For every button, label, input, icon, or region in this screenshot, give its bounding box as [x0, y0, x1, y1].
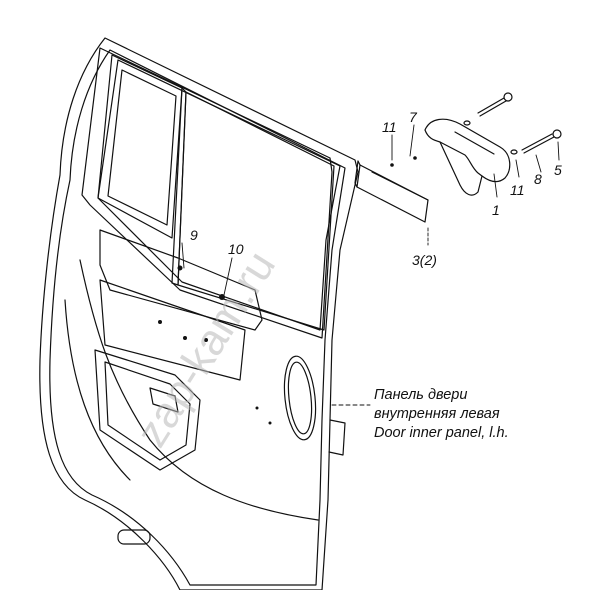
upper-cutout: [99, 229, 263, 331]
callout-3: 3(2): [412, 252, 437, 268]
callout-11-right: 11: [510, 182, 525, 198]
handle-bracket: [356, 164, 429, 223]
glass-divider: [171, 87, 187, 286]
oval-opening: [283, 355, 317, 441]
lower-cutout-inner: [104, 361, 191, 461]
callout-11-left: 11: [382, 119, 397, 135]
callout-10: 10: [228, 241, 244, 257]
callout-8: 8: [534, 171, 542, 187]
oval-opening-inner: [287, 361, 313, 435]
door-outline-inner: [49, 49, 346, 586]
callout-5: 5: [554, 162, 562, 178]
lower-cutout: [94, 349, 201, 471]
screw-upper: [477, 97, 505, 114]
washer-upper: [463, 120, 471, 126]
callout-9: 9: [190, 227, 198, 243]
callout-1: 1: [492, 202, 500, 218]
vent-window: [97, 54, 183, 239]
mid-cutout: [99, 279, 246, 381]
door-outline: [39, 37, 359, 590]
latch-block: [149, 387, 179, 413]
callout-7: 7: [409, 109, 418, 125]
washer-right: [510, 149, 518, 155]
caption-line-3: Door inner panel, l.h.: [374, 425, 509, 441]
caption-line-2: внутренняя левая: [374, 406, 500, 422]
window-frame-outer: [81, 47, 333, 339]
bottom-slot: [117, 529, 151, 545]
vent-window-inner: [107, 69, 177, 226]
caption-line-1: Панель двери: [374, 387, 467, 403]
watermark: zap-kam.ru: [127, 243, 285, 456]
screw-right: [521, 133, 553, 151]
door-handle: [424, 118, 511, 183]
